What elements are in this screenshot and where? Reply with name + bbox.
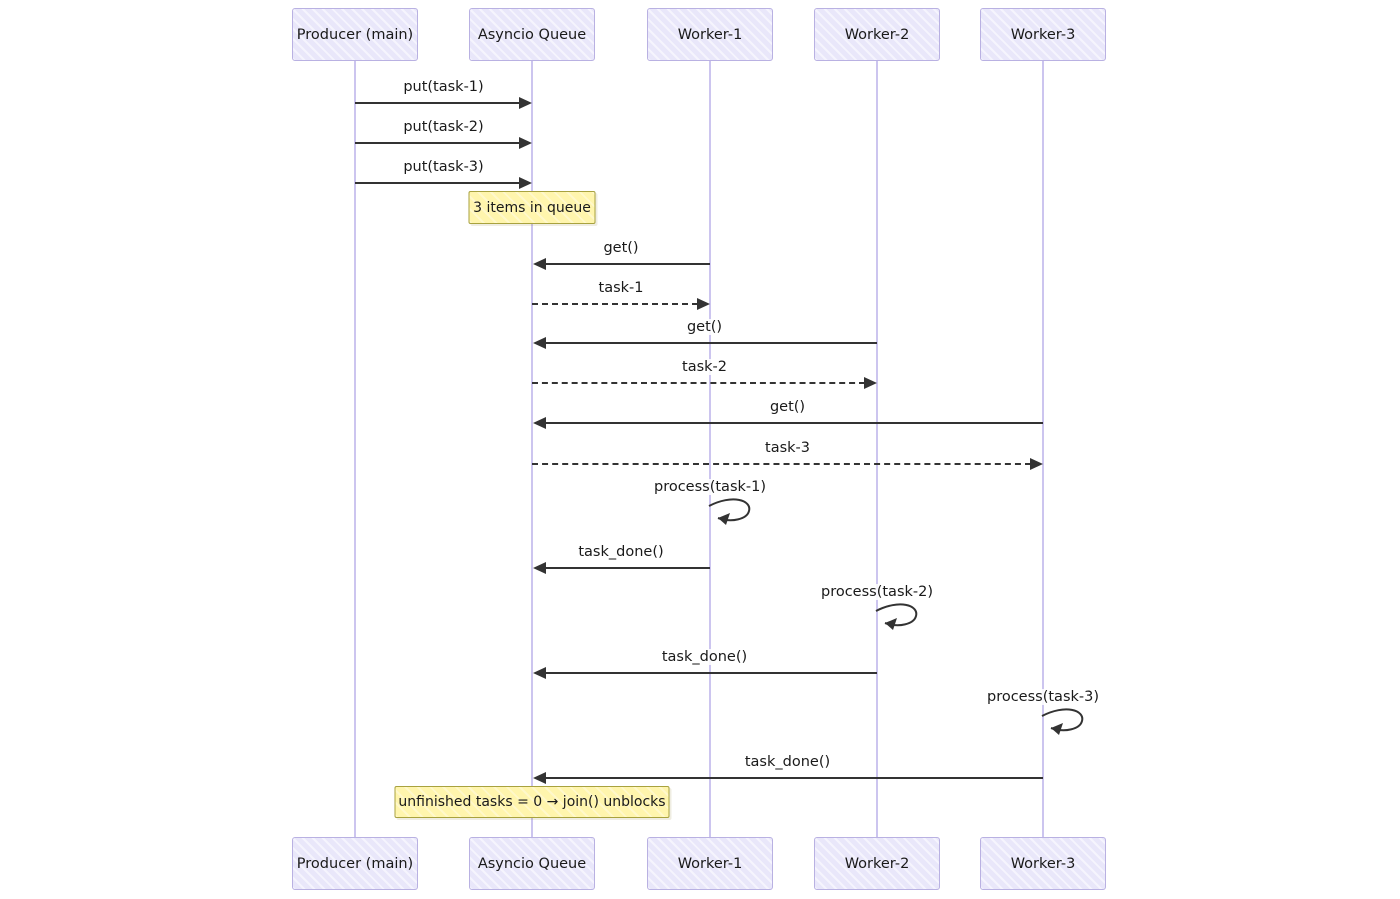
lifeline-producer xyxy=(354,61,356,837)
lifeline-worker2 xyxy=(876,61,878,837)
actor-box-queue-bottom: Asyncio Queue xyxy=(469,837,595,890)
message-line xyxy=(544,777,1043,779)
self-loop-icon xyxy=(871,603,923,639)
actor-label-producer: Producer (main) xyxy=(296,26,414,43)
message-line xyxy=(532,463,1031,465)
note: unfinished tasks = 0 → join() unblocks xyxy=(394,786,670,818)
actor-box-producer-bottom: Producer (main) xyxy=(292,837,418,890)
arrowhead-icon xyxy=(519,137,532,149)
actor-box-worker2-top: Worker-2 xyxy=(814,8,940,61)
message-label: task_done() xyxy=(658,649,751,665)
message-line xyxy=(532,382,865,384)
message-label: task-2 xyxy=(679,359,730,375)
arrowhead-icon xyxy=(533,562,546,574)
actor-box-queue-top: Asyncio Queue xyxy=(469,8,595,61)
arrowhead-icon xyxy=(533,667,546,679)
lifeline-worker1 xyxy=(709,61,711,837)
actor-box-worker3-top: Worker-3 xyxy=(980,8,1106,61)
arrowhead-icon xyxy=(533,258,546,270)
message-line xyxy=(355,182,520,184)
note: 3 items in queue xyxy=(468,191,596,224)
actor-box-worker3-bottom: Worker-3 xyxy=(980,837,1106,890)
message-label: task-3 xyxy=(762,440,813,456)
arrowhead-icon xyxy=(1030,458,1043,470)
message-line xyxy=(544,672,877,674)
message-line xyxy=(544,263,710,265)
lifeline-queue xyxy=(531,61,533,837)
note-label: 3 items in queue xyxy=(473,199,591,216)
message-line xyxy=(532,303,698,305)
message-line xyxy=(544,342,877,344)
actor-label-worker1: Worker-1 xyxy=(677,26,743,43)
lifeline-worker3 xyxy=(1042,61,1044,837)
actor-label-worker3: Worker-3 xyxy=(1010,26,1076,43)
actor-box-worker1-top: Worker-1 xyxy=(647,8,773,61)
message-label: put(task-2) xyxy=(400,119,487,135)
message-line xyxy=(355,102,520,104)
message-label: task_done() xyxy=(575,544,667,560)
actor-box-producer-top: Producer (main) xyxy=(292,8,418,61)
actor-label-queue: Asyncio Queue xyxy=(477,855,587,872)
message-label: put(task-3) xyxy=(400,159,487,175)
arrowhead-icon xyxy=(519,97,532,109)
arrowhead-icon xyxy=(697,298,710,310)
actor-label-queue: Asyncio Queue xyxy=(477,26,587,43)
arrowhead-icon xyxy=(519,177,532,189)
self-message-label: process(task-1) xyxy=(650,479,770,495)
message-label: get() xyxy=(600,240,642,256)
self-message-label: process(task-2) xyxy=(817,584,937,600)
actor-label-worker3: Worker-3 xyxy=(1010,855,1076,872)
actor-box-worker1-bottom: Worker-1 xyxy=(647,837,773,890)
self-message-label: process(task-3) xyxy=(983,689,1103,705)
message-label: get() xyxy=(766,399,809,415)
actor-label-worker1: Worker-1 xyxy=(677,855,743,872)
arrowhead-icon xyxy=(864,377,877,389)
self-loop-icon xyxy=(704,498,756,534)
actor-label-worker2: Worker-2 xyxy=(844,855,910,872)
arrowhead-icon xyxy=(533,772,546,784)
self-loop-icon xyxy=(1037,708,1089,744)
message-label: put(task-1) xyxy=(400,79,487,95)
message-line xyxy=(355,142,520,144)
message-line xyxy=(544,567,710,569)
message-label: task-1 xyxy=(595,280,647,296)
actor-label-worker2: Worker-2 xyxy=(844,26,910,43)
message-label: task_done() xyxy=(741,754,834,770)
actor-label-producer: Producer (main) xyxy=(296,855,414,872)
message-label: get() xyxy=(683,319,726,335)
arrowhead-icon xyxy=(533,337,546,349)
note-label: unfinished tasks = 0 → join() unblocks xyxy=(398,794,666,810)
arrowhead-icon xyxy=(533,417,546,429)
message-line xyxy=(544,422,1043,424)
actor-box-worker2-bottom: Worker-2 xyxy=(814,837,940,890)
